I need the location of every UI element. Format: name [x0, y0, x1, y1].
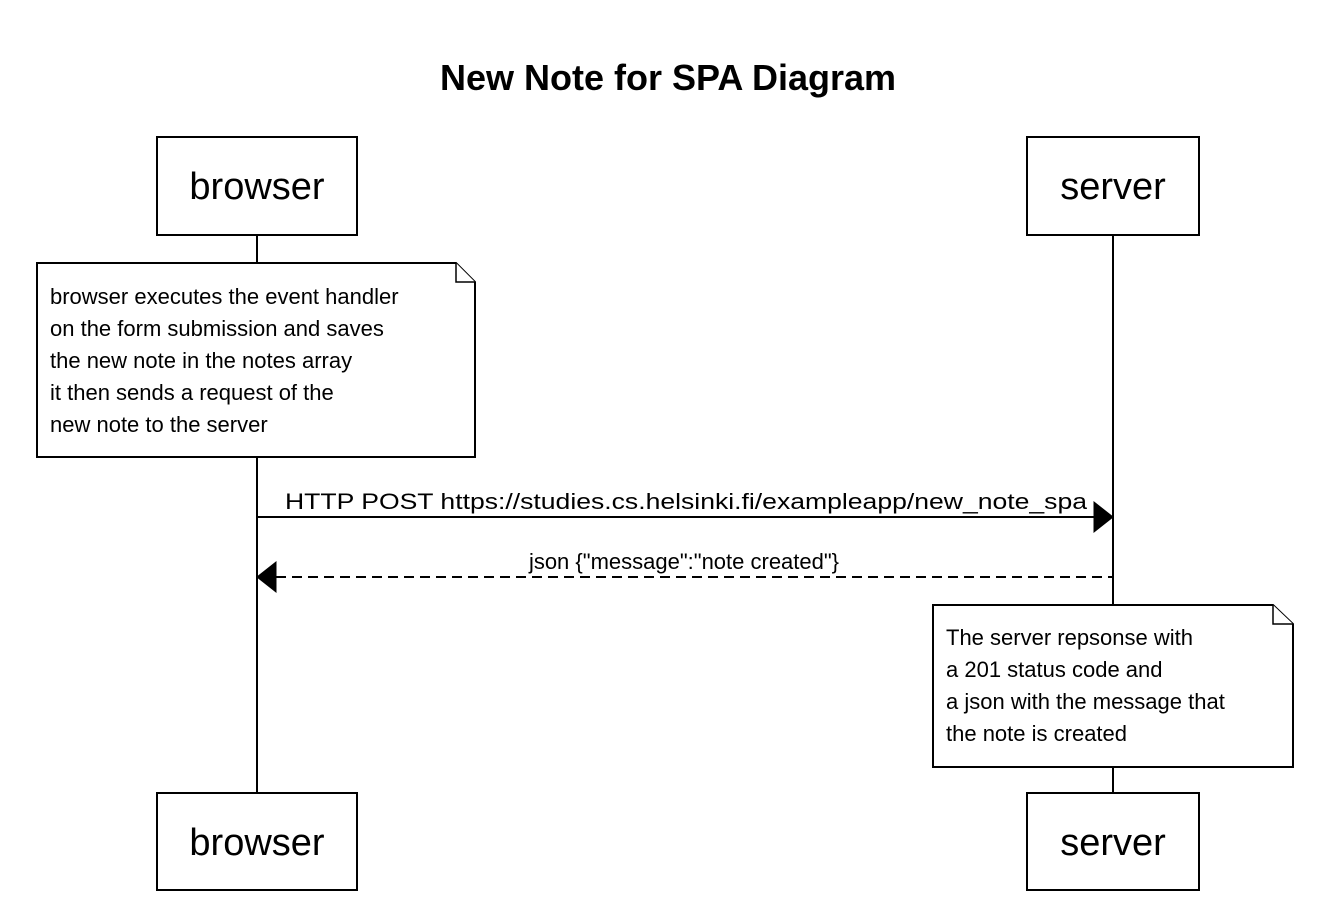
actor-label: server — [1060, 166, 1166, 208]
actor-server-bottom: server — [1026, 792, 1200, 891]
browser-note: browser executes the event handler on th… — [36, 262, 476, 458]
note-body — [932, 604, 1294, 768]
message-request: HTTP POST https://studies.cs.helsinki.fi… — [257, 489, 1114, 534]
actor-label: browser — [189, 822, 324, 864]
arrow-right-icon — [1093, 500, 1114, 534]
diagram-title: New Note for SPA Diagram — [440, 57, 896, 98]
note-line: the new note in the notes array — [50, 348, 352, 373]
server-note: The server repsonse with a 201 status co… — [932, 604, 1294, 768]
message-response: json {"message":"note created"} — [256, 549, 1113, 594]
note-body — [36, 262, 476, 458]
note-line: The server repsonse with — [946, 625, 1193, 650]
actor-browser-bottom: browser — [156, 792, 358, 891]
note-line: browser executes the event handler — [50, 284, 399, 309]
actor-label: browser — [189, 166, 324, 208]
note-fold — [1272, 605, 1293, 625]
message-label: HTTP POST https://studies.cs.helsinki.fi… — [285, 489, 1088, 514]
arrow-left-icon — [256, 560, 277, 594]
note-fold — [455, 263, 475, 283]
actor-box — [156, 136, 358, 236]
actor-box — [1026, 792, 1200, 891]
actor-box — [1026, 136, 1200, 236]
actor-browser-top: browser — [156, 136, 358, 236]
note-line: it then sends a request of the — [50, 380, 334, 405]
note-line: a json with the message that — [946, 689, 1225, 714]
actor-label: server — [1060, 822, 1166, 864]
message-label: json {"message":"note created"} — [528, 549, 839, 574]
note-line: the note is created — [946, 721, 1127, 746]
actor-server-top: server — [1026, 136, 1200, 236]
note-line: on the form submission and saves — [50, 316, 384, 341]
note-line: new note to the server — [50, 412, 268, 437]
note-line: a 201 status code and — [946, 657, 1163, 682]
actor-box — [156, 792, 358, 891]
